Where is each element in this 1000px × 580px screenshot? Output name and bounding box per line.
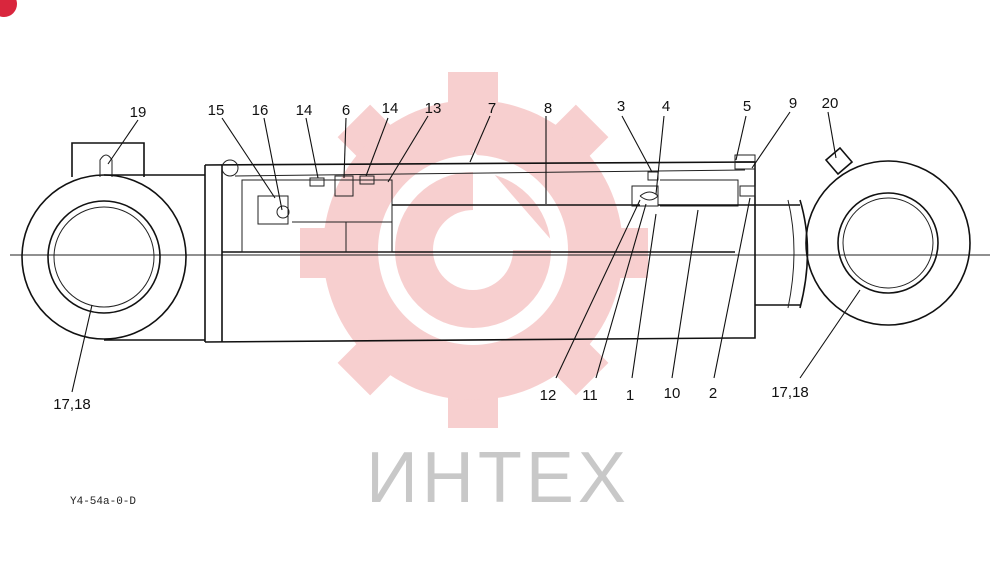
- corner-badge: [0, 0, 17, 17]
- part-label-17-18-left: 17,18: [53, 396, 91, 413]
- part-label-4: 4: [662, 98, 670, 115]
- part-label-14b: 14: [382, 100, 399, 117]
- part-label-19: 19: [130, 104, 147, 121]
- part-label-1: 1: [626, 387, 634, 404]
- right-eye: [805, 146, 971, 326]
- part-label-7: 7: [488, 100, 496, 117]
- part-label-15: 15: [208, 102, 225, 119]
- part-label-3: 3: [617, 98, 625, 115]
- part-label-9: 9: [789, 95, 797, 112]
- part-label-17-18-right: 17,18: [771, 384, 809, 401]
- watermark-gear: [300, 72, 648, 428]
- leader-lines: [71, 111, 861, 393]
- piston-rod: [658, 199, 809, 309]
- part-label-5: 5: [743, 98, 751, 115]
- part-labels: 19 15 16 14 6 14 13 7 8 3 4 5 9 20 12 11…: [53, 95, 838, 413]
- part-label-13: 13: [425, 100, 442, 117]
- piston-assembly: [241, 154, 756, 253]
- part-label-16: 16: [252, 102, 269, 119]
- part-label-20: 20: [822, 95, 839, 112]
- drawing-code: Y4-54a-0-D: [70, 496, 136, 508]
- part-label-8: 8: [544, 100, 552, 117]
- part-label-12: 12: [540, 387, 557, 404]
- part-label-6: 6: [342, 102, 350, 119]
- part-label-2: 2: [709, 385, 717, 402]
- watermark-text: ИНТЕХ: [366, 438, 630, 518]
- part-label-10: 10: [664, 385, 681, 402]
- left-eye: [21, 142, 205, 341]
- part-label-11: 11: [582, 387, 598, 404]
- part-label-14a: 14: [296, 102, 313, 119]
